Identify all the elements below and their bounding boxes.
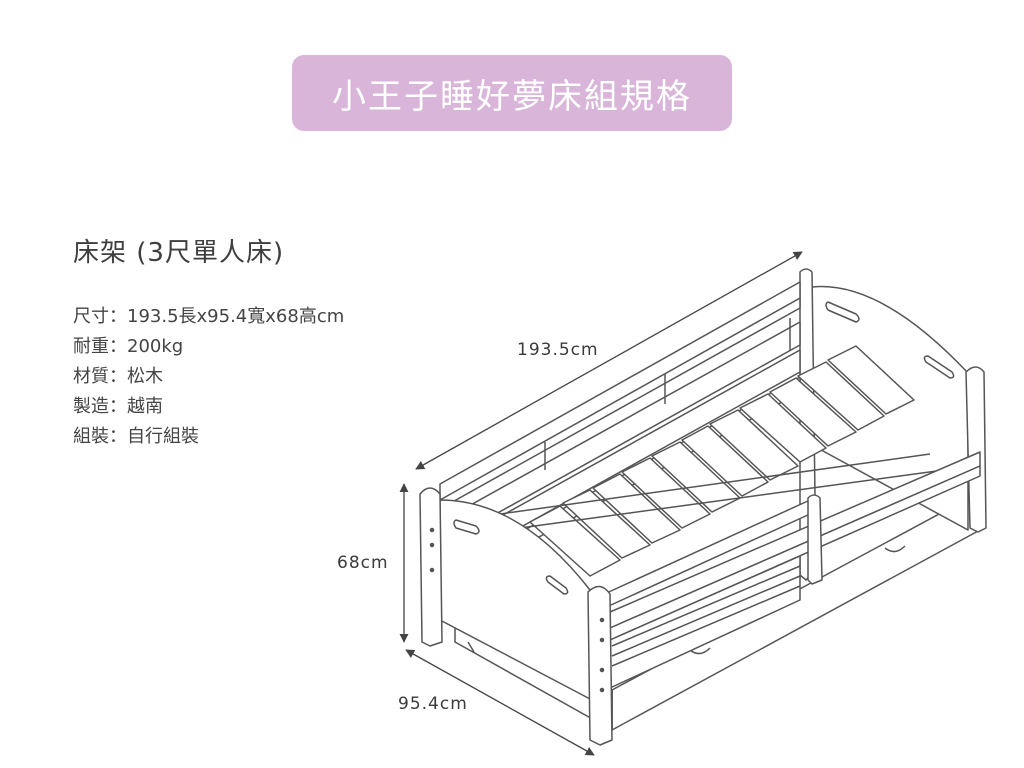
title-banner: 小王子睡好夢床組規格 bbox=[292, 55, 732, 131]
page-title: 小王子睡好夢床組規格 bbox=[332, 76, 692, 117]
spec-assembly: 組裝：自行組裝 bbox=[73, 426, 199, 447]
length-dimension-arrow bbox=[415, 251, 803, 470]
mattress-slats bbox=[499, 345, 945, 577]
front-side-rail bbox=[609, 451, 981, 689]
spec-material: 材質：松木 bbox=[73, 366, 163, 387]
length-dimension-label: 193.5cm bbox=[517, 340, 599, 360]
width-dimension-label: 95.4cm bbox=[398, 694, 468, 714]
section-heading: 床架 (3尺單人床) bbox=[73, 238, 285, 268]
spec-size: 尺寸：193.5長x95.4寬x68高cm bbox=[73, 306, 345, 327]
spec-origin: 製造：越南 bbox=[73, 396, 163, 417]
spec-load: 耐重：200kg bbox=[73, 336, 184, 357]
width-dimension-arrow bbox=[405, 649, 595, 756]
height-dimension-label: 68cm bbox=[337, 553, 389, 573]
front-footboard bbox=[419, 487, 613, 746]
spec-list: 尺寸：193.5長x95.4寬x68高cm 耐重：200kg 材質：松木 製造：… bbox=[73, 302, 344, 452]
